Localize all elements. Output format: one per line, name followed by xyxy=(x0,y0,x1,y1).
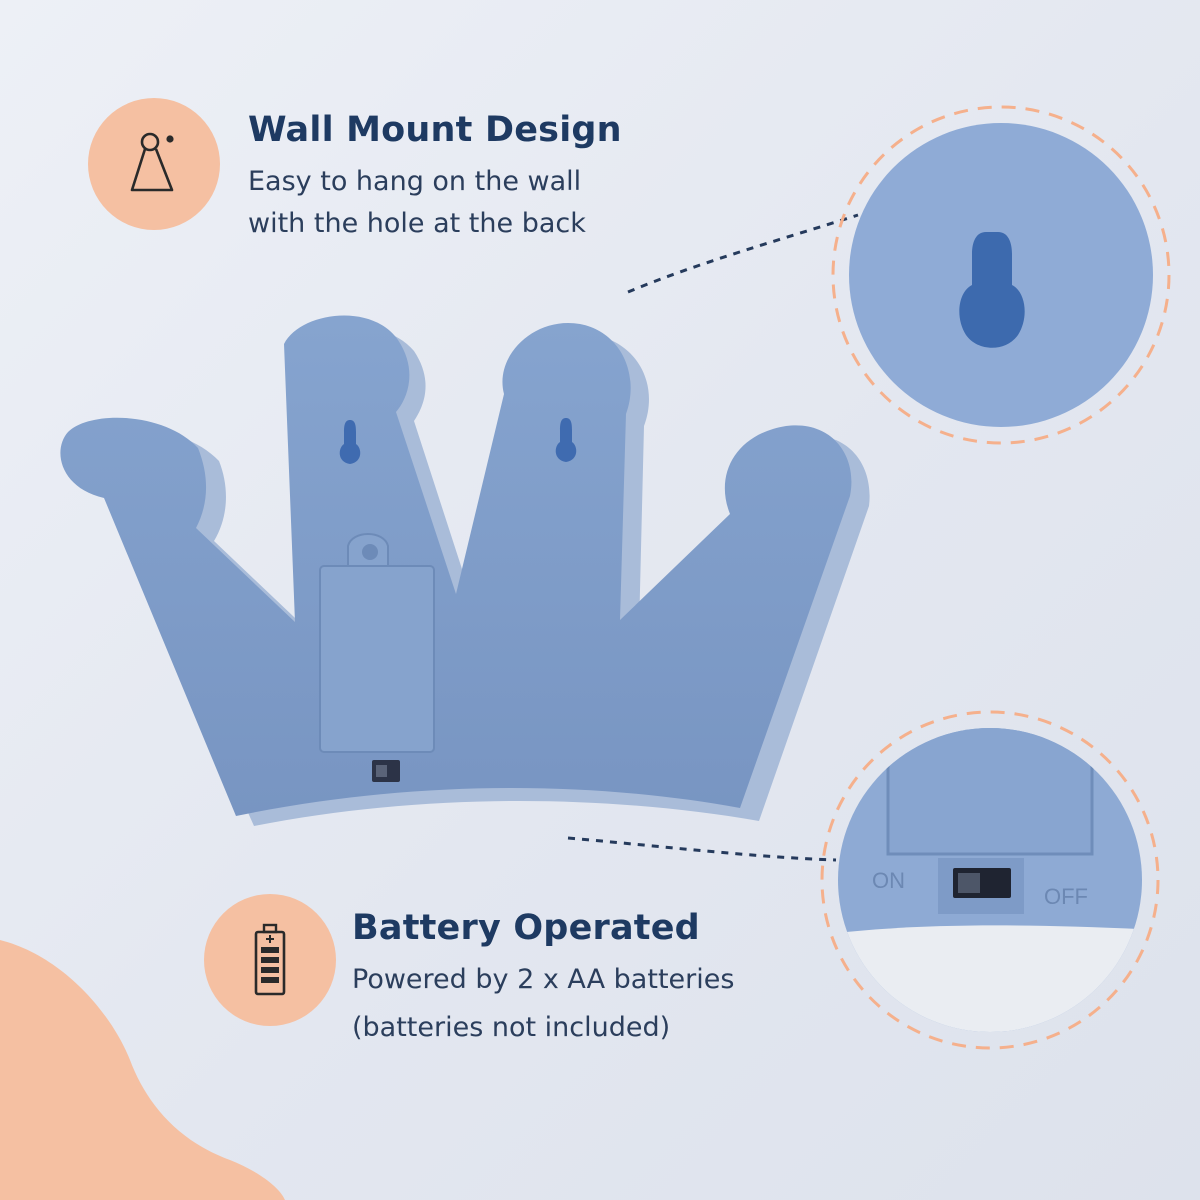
detail-zoom-switch: ON OFF xyxy=(820,710,1160,1050)
switch-on-label: ON xyxy=(872,868,905,893)
keyhole-slot-left xyxy=(339,420,361,464)
zoomed-keyhole xyxy=(959,232,1025,348)
wall-mount-badge xyxy=(88,98,220,230)
battery-description-line1: Powered by 2 x AA batteries xyxy=(352,964,735,995)
switch-off-label: OFF xyxy=(1044,884,1088,909)
detail-zoom-keyhole xyxy=(831,105,1171,445)
wall-mount-description-line1: Easy to hang on the wall xyxy=(248,166,582,197)
crown-body xyxy=(60,315,852,816)
peach-wave-shape xyxy=(0,940,285,1200)
wall-mount-title: Wall Mount Design xyxy=(248,110,622,150)
keyhole-slot-right xyxy=(555,418,577,462)
zoomed-power-switch-slider xyxy=(958,873,980,893)
power-switch-slider xyxy=(376,765,387,777)
connector-line-battery xyxy=(567,836,837,862)
battery-icon xyxy=(254,923,286,996)
connector-line-wall-mount xyxy=(627,213,859,294)
battery-latch-knob xyxy=(362,544,378,560)
battery-description-line2: (batteries not included) xyxy=(352,1012,671,1043)
battery-title: Battery Operated xyxy=(352,908,700,948)
wall-hook-icon xyxy=(130,132,174,192)
zoomed-battery-cover xyxy=(886,728,1094,856)
battery-badge xyxy=(204,894,336,1026)
wall-mount-description-line2: with the hole at the back xyxy=(248,208,586,239)
